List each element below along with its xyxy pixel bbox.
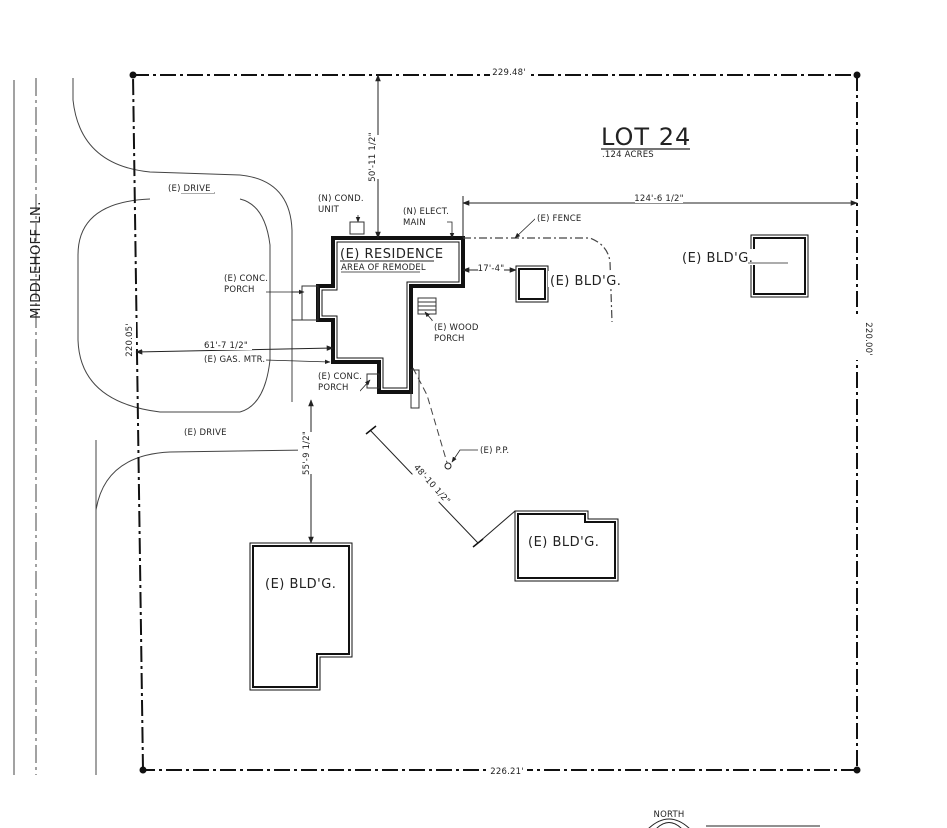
- dim-to-south: 55'-9 1/2": [302, 431, 312, 475]
- small-building: [515, 265, 549, 303]
- ne-building-label: (E) BLD'G.: [682, 251, 753, 266]
- dim-to-se: 48'-10 1/2": [411, 463, 452, 507]
- drive-south-label: (E) DRIVE: [184, 428, 227, 438]
- property-corners: [129, 71, 861, 774]
- utility-line: [412, 367, 449, 467]
- cond-unit-label-2: UNIT: [318, 205, 340, 215]
- conc-porch-n-label-2: PORCH: [224, 285, 255, 295]
- street-label: MIDDLEHOFF LN.: [29, 201, 44, 319]
- leaders: [181, 192, 537, 463]
- drive-north-label: (E) DRIVE: [168, 184, 211, 194]
- dim-to-bldg: 17'-4": [478, 264, 505, 274]
- dim-to-top: 50'-11 1/2": [368, 132, 378, 182]
- lot-area: .124 ACRES: [602, 150, 654, 160]
- conc-porch-s-label-2: PORCH: [318, 383, 349, 393]
- remodel-label: AREA OF REMODEL: [341, 263, 426, 273]
- fence-line: [463, 237, 613, 323]
- conc-porch-n-label-1: (E) CONC.: [224, 274, 268, 284]
- dim-left: 220.05': [125, 323, 135, 356]
- pp-label: (E) P.P.: [480, 446, 509, 456]
- sw-building: [249, 542, 353, 691]
- dim-right: 220.00': [863, 322, 873, 355]
- wood-porch-label-1: (E) WOOD: [434, 323, 479, 333]
- se-building-label: (E) BLD'G.: [528, 535, 599, 550]
- dim-to-left: 61'-7 1/2": [204, 341, 248, 351]
- sw-building-label: (E) BLD'G.: [265, 577, 336, 592]
- se-building: [514, 510, 619, 582]
- residence-label: (E) RESIDENCE: [340, 247, 444, 262]
- elect-main-label-1: (N) ELECT.: [403, 207, 449, 217]
- dim-bottom: 226.21': [490, 767, 523, 777]
- small-building-label: (E) BLD'G.: [550, 274, 621, 289]
- gas-meter-label: (E) GAS. MTR.: [204, 355, 265, 365]
- cond-unit-label-1: (N) COND.: [318, 194, 364, 204]
- property-line: [132, 74, 858, 771]
- conc-porch-s-label-1: (E) CONC.: [318, 372, 362, 382]
- dimension-ticks: [365, 425, 484, 548]
- north-label: NORTH: [654, 810, 685, 820]
- power-pole: [444, 462, 452, 470]
- ne-building: [750, 234, 809, 298]
- dim-top: 229.48': [492, 68, 525, 78]
- north-arrow-icon: [648, 818, 690, 828]
- dim-to-right: 124'-6 1/2": [634, 194, 684, 204]
- dimension-lines: [135, 74, 858, 544]
- elect-main-label-2: MAIN: [403, 218, 426, 228]
- fence-label: (E) FENCE: [537, 214, 581, 224]
- street: [13, 78, 97, 775]
- driveway: [72, 78, 311, 511]
- wood-porch-label-2: PORCH: [434, 334, 465, 344]
- lot-title: LOT 24: [601, 123, 691, 151]
